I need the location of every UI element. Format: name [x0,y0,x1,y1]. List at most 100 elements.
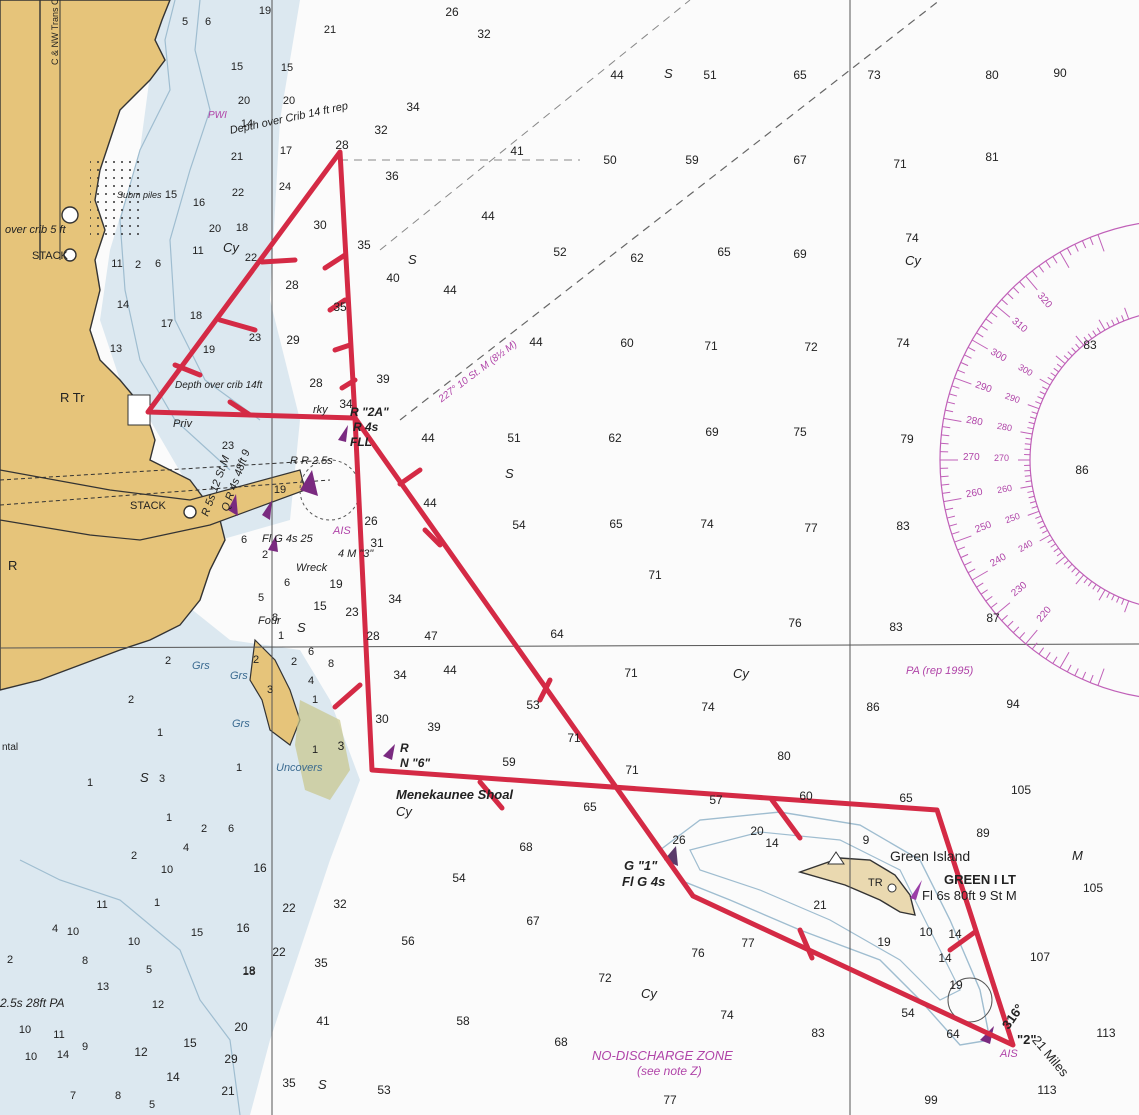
channel-edge-1 [0,459,331,481]
depth-sounding: 2 [261,549,269,561]
compass-tick-inner [1098,319,1106,331]
compass-tick-inner [1042,529,1048,534]
depth-sounding: 74 [896,336,910,350]
compass-tick-inner [1039,525,1046,529]
depth-sounding: 8 [327,658,335,670]
depth-sounding: 10 [160,864,174,876]
depth-sounding: 30 [375,712,389,726]
compass-tick [971,339,988,350]
depth-sounding: 6 [283,577,291,589]
label-no-discharge-zone: NO-DISCHARGE ZONE [592,1048,733,1063]
depth-sounding: 26 [445,5,459,19]
depth-sounding: 62 [630,251,644,265]
label-rr25: R R 2.5s [290,455,333,467]
compass-tick [980,589,988,595]
compass-tick [1025,275,1038,291]
depth-sounding: 39 [376,372,390,386]
label-priv: Priv [173,418,192,430]
depth-sounding: 23 [248,332,262,344]
depth-sounding: 2 [290,656,298,668]
compass-tick [967,568,976,574]
compass-tick-inner [1039,534,1051,542]
label-s: S [664,66,673,81]
depth-sounding: 54 [512,518,526,532]
compass-tick [941,483,950,486]
compass-tick [1074,668,1079,676]
depth-sounding: 5 [257,592,265,604]
label-cy: Cy [905,253,921,268]
depth-sounding: 1 [311,694,319,706]
compass-tick-inner [1029,500,1036,504]
depth-sounding: 1 [311,744,319,756]
depth-sounding: 2 [6,954,14,966]
depth-sounding: 16 [192,197,206,209]
label-cy: Cy [641,986,657,1001]
depth-sounding: 4 [182,842,190,854]
compass-tick-inner [1055,556,1066,565]
grid-parallel [0,643,1139,649]
compass-tick [1081,240,1087,249]
compass-tick [1007,292,1014,300]
compass-tick-inner [1075,571,1081,577]
compass-tick [1052,256,1058,264]
label-r-left: R [8,558,18,573]
depth-sounding: 57 [709,793,723,807]
compass-tick [990,311,998,318]
compass-tick-inner [1121,598,1125,605]
depth-sounding: 69 [793,247,807,261]
depth-sounding: 35 [314,956,328,970]
label-grs: Grs [232,718,250,730]
depth-sounding: 19 [258,5,272,17]
shore-contour-3 [19,859,241,1115]
depth-sounding: 1 [86,777,94,789]
label-r-tr: R Tr [60,390,85,405]
compass-tick-inner [1075,574,1084,585]
depth-sounding: 1 [235,762,243,774]
depth-sounding: 6 [240,534,248,546]
depth-sounding: 34 [406,100,420,114]
compass-tick [971,570,988,581]
compass-tick-inner [1042,386,1048,391]
compass-tick [985,595,993,602]
compass-degree: 260 [965,486,984,500]
stack-icon-3 [61,206,79,224]
compass-tick [951,385,960,389]
compass-tick [1019,281,1026,288]
depth-sounding: 6 [204,16,212,28]
depth-sounding: 19 [949,978,963,992]
depth-sounding: 6 [307,646,315,658]
compass-tick-inner [1063,355,1069,361]
compass-tick-inner [1071,567,1077,573]
depth-sounding: 18 [242,965,256,977]
compass-tick-inner [1121,315,1125,322]
compass-tick [1059,652,1070,669]
depth-sounding: 74 [720,1008,734,1022]
depth-sounding: 32 [477,27,491,41]
depth-sounding: 28 [335,138,349,152]
depth-sounding: 15 [190,927,204,939]
depth-sounding: 44 [423,496,437,510]
depth-sounding: 10 [66,926,80,938]
compass-tick-inner [1067,563,1073,569]
depth-sounding: 29 [286,333,300,347]
compass-ticks [940,234,1130,686]
compass-tick-inner [1087,333,1093,339]
compass-tick [995,602,1011,615]
depth-sounding: 11 [192,245,204,257]
label-pwi: PWI [208,110,227,121]
shore-contour-2 [169,0,261,421]
depth-sounding: 34 [388,592,402,606]
compass-tick [951,531,960,535]
depth-sounding: 14 [166,1070,180,1084]
label-r-4s: R 4s [353,420,379,434]
label-ais: AIS [333,525,351,537]
compass-tick [940,475,949,478]
depth-sounding: 81 [985,150,999,164]
compass-tick [945,409,954,413]
range-line [399,0,941,421]
pile-area [90,160,140,240]
depth-sounding: 80 [985,68,999,82]
depth-sounding: 8 [114,1090,122,1102]
compass-tick-inner [1027,404,1040,410]
compass-tick-inner [1047,539,1054,544]
